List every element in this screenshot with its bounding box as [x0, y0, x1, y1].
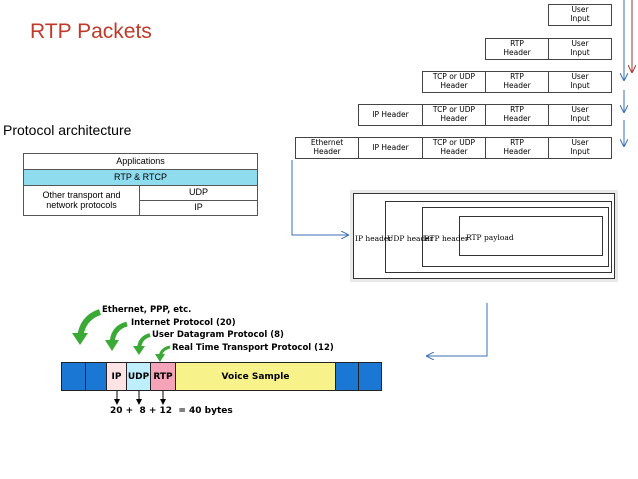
enc-user-input-4: User Input	[548, 104, 612, 126]
frame-voice-sample: Voice Sample	[175, 362, 336, 391]
enc-user-input-5: User Input	[548, 137, 612, 159]
nested-ip-header-label: IP header	[355, 234, 392, 243]
enc-user-input-1: User Input	[548, 4, 612, 26]
enc-user-input-3: User Input	[548, 71, 612, 93]
frame-udp-block: UDP	[126, 362, 151, 391]
annotation-udp: User Datagram Protocol (8)	[152, 330, 284, 340]
architecture-title: Protocol architecture	[3, 122, 132, 138]
frame-ip-block: IP	[106, 362, 127, 391]
annotation-ip: Internet Protocol (20)	[131, 318, 236, 328]
frame-rtp-block: RTP	[150, 362, 176, 391]
slide-title: RTP Packets	[30, 20, 152, 43]
enc-tcp-udp-header-3: TCP or UDP Header	[422, 71, 486, 93]
enc-rtp-header-3: RTP Header	[485, 71, 549, 93]
enc-user-input-2: User Input	[548, 38, 612, 60]
frame-ethernet-block-2	[85, 362, 107, 391]
enc-rtp-header-4: RTP Header	[485, 104, 549, 126]
annotation-rtp: Real Time Transport Protocol (12)	[172, 343, 334, 353]
frame-trailer-block-1	[335, 362, 359, 391]
annotation-ethernet: Ethernet, PPP, etc.	[102, 305, 192, 315]
frame-ethernet-block-1	[61, 362, 86, 391]
enc-ip-header-4: IP Header	[358, 104, 423, 126]
nested-udp-header-label: UDP header	[387, 234, 434, 243]
enc-tcp-udp-header-4: TCP or UDP Header	[422, 104, 486, 126]
frame-trailer-block-2	[358, 362, 382, 391]
nested-rtp-header-label: RTP header	[424, 234, 469, 243]
byte-sum: 20 + 8 + 12 = 40 bytes	[110, 406, 233, 416]
nested-rtp-payload-label: RTP payload	[466, 233, 514, 242]
enc-rtp-header-2: RTP Header	[485, 38, 549, 60]
nested-payload-box	[459, 216, 603, 256]
arch-ip: IP	[139, 200, 258, 216]
